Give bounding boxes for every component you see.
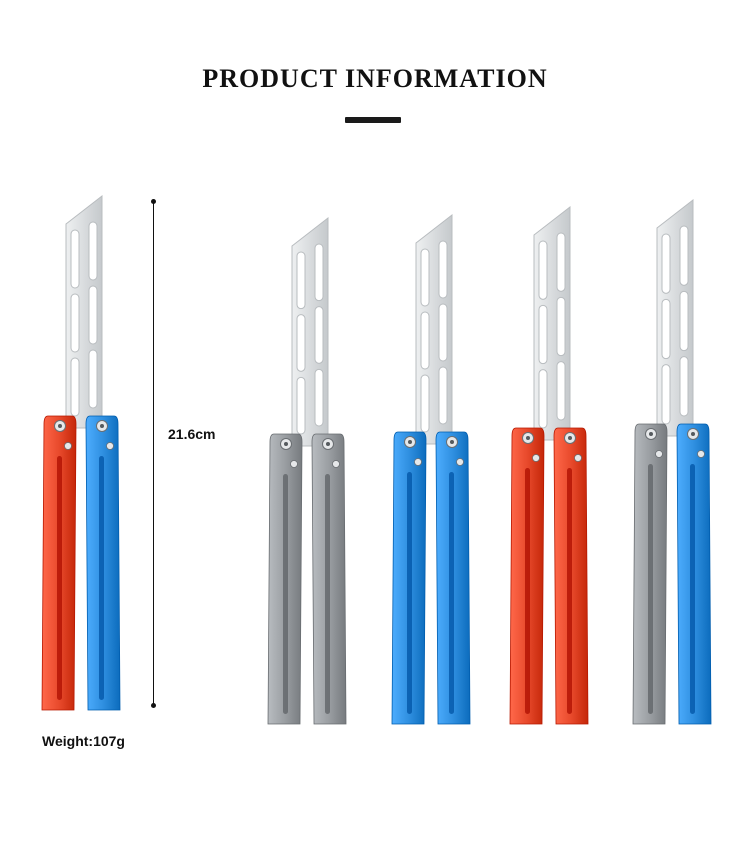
- blade-slot: [296, 251, 306, 310]
- blade-slot: [556, 296, 566, 357]
- blade-slot: [70, 229, 80, 289]
- length-dimension-line: [153, 201, 154, 705]
- blade-slot: [420, 374, 430, 433]
- blade-slot: [538, 369, 548, 429]
- blade-slot: [679, 290, 689, 352]
- blade-slot: [538, 240, 548, 300]
- blade-slot: [420, 248, 430, 307]
- length-label: 21.6cm: [168, 426, 216, 442]
- handle-screw: [655, 450, 663, 458]
- blade-slot: [661, 298, 671, 360]
- weight-label: Weight:107g: [42, 733, 125, 749]
- blade-slot: [88, 221, 98, 281]
- handle-groove: [99, 456, 104, 700]
- blade-slot: [679, 356, 689, 417]
- handle-screw: [290, 460, 298, 468]
- handle-groove: [57, 456, 62, 700]
- handle-screw: [574, 454, 582, 462]
- blade-slot: [661, 364, 671, 425]
- title-underline: [345, 117, 401, 123]
- blade-slot: [438, 366, 448, 425]
- handle-screw: [697, 450, 705, 458]
- handle-groove: [407, 472, 412, 714]
- handle-groove: [648, 464, 653, 714]
- dimension-top-dot: [151, 199, 156, 204]
- blade-slot: [296, 376, 306, 435]
- blade-slot: [556, 361, 566, 421]
- blade-slot: [538, 304, 548, 365]
- blade-slot: [314, 368, 324, 427]
- knife-image: [632, 198, 712, 725]
- blade-slot: [420, 311, 430, 370]
- blade-slot: [70, 357, 80, 417]
- handle-screw: [332, 460, 340, 468]
- blade-slot: [556, 232, 566, 292]
- blade-slot: [296, 314, 306, 372]
- blade-slot: [88, 349, 98, 409]
- blade-slot: [438, 303, 448, 362]
- handle-groove: [690, 464, 695, 714]
- handle-groove: [567, 468, 572, 714]
- knife-image: [391, 213, 471, 725]
- handle-screw: [106, 442, 114, 450]
- knife-image: [41, 194, 121, 711]
- handle-groove: [283, 474, 288, 714]
- blade-slot: [88, 285, 98, 345]
- knife-image: [509, 205, 589, 725]
- blade-slot: [314, 306, 324, 364]
- blade-slot: [70, 293, 80, 353]
- handle-groove: [449, 472, 454, 714]
- page-title: PRODUCT INFORMATION: [202, 64, 548, 93]
- dimension-bottom-dot: [151, 703, 156, 708]
- knife-image: [267, 216, 347, 725]
- handle-groove: [325, 474, 330, 714]
- handle-screw: [456, 458, 464, 466]
- handle-screw: [532, 454, 540, 462]
- handle-screw: [414, 458, 422, 466]
- blade-slot: [679, 225, 689, 286]
- handle-screw: [64, 442, 72, 450]
- handle-groove: [525, 468, 530, 714]
- blade-slot: [314, 243, 324, 302]
- blade-slot: [438, 240, 448, 299]
- blade-slot: [661, 233, 671, 294]
